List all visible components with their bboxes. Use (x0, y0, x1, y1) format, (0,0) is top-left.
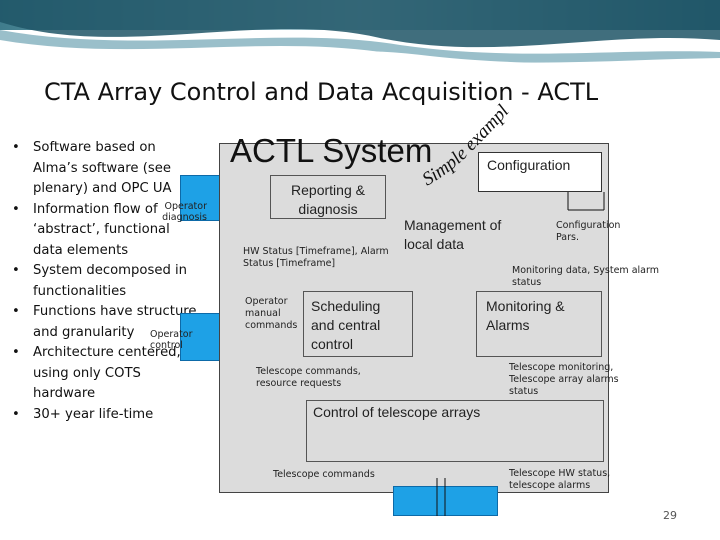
bullet-item: System decomposed in functionalities (12, 261, 202, 302)
bullet-item: Information flow of ‘abstract’, function… (12, 200, 202, 262)
telescope-commands-label: Telescope commands (273, 469, 375, 480)
scheduling-box (303, 291, 413, 357)
configuration-text: Configuration (487, 157, 571, 173)
actl-system-heading: ACTL System (230, 132, 433, 169)
operator-manual-label: Operator manual commands (245, 296, 298, 331)
configuration-box (478, 152, 602, 192)
bullet-item: Functions have structure and granularity (12, 302, 202, 343)
page-number: 29 (663, 509, 677, 522)
slide-title: CTA Array Control and Data Acquisition -… (44, 78, 599, 106)
operator-control-label: Operator control (150, 329, 193, 351)
control-box (306, 400, 604, 462)
reporting-box (270, 175, 386, 219)
configuration-connector (567, 192, 605, 211)
telescope-interface-lines (436, 478, 446, 516)
monitoring-data-label: Monitoring data, System alarm status (512, 265, 659, 288)
reporting-text: Reporting & diagnosis (291, 182, 365, 217)
scheduling-text: Scheduling and central control (311, 298, 381, 352)
management-text: Management of local data (404, 217, 502, 252)
telescope-commands-requests-label: Telescope commands, resource requests (256, 366, 361, 389)
monitoring-box (476, 291, 602, 357)
header-banner (0, 0, 720, 70)
bullet-item: Software based on Alma’s software (see p… (12, 138, 202, 200)
bullet-item: 30+ year life-time (12, 405, 202, 426)
telescope-monitoring-label: Telescope monitoring, Telescope array al… (509, 362, 619, 397)
configuration-pars-label: Configuration Pars. (556, 220, 621, 243)
operator-diagnosis-label: Operator diagnosis (162, 201, 207, 223)
bullet-item: Architecture centered, using only COTS h… (12, 343, 202, 405)
hw-status-label: HW Status [Timeframe], Alarm Status [Tim… (243, 246, 389, 269)
control-text: Control of telescope arrays (313, 404, 481, 420)
telescope-hw-status-label: Telescope HW status, telescope alarms (509, 468, 611, 491)
bullet-list: Software based on Alma’s software (see p… (12, 138, 202, 425)
actl-system-boundary (219, 143, 609, 493)
monitoring-text: Monitoring & Alarms (486, 298, 565, 333)
